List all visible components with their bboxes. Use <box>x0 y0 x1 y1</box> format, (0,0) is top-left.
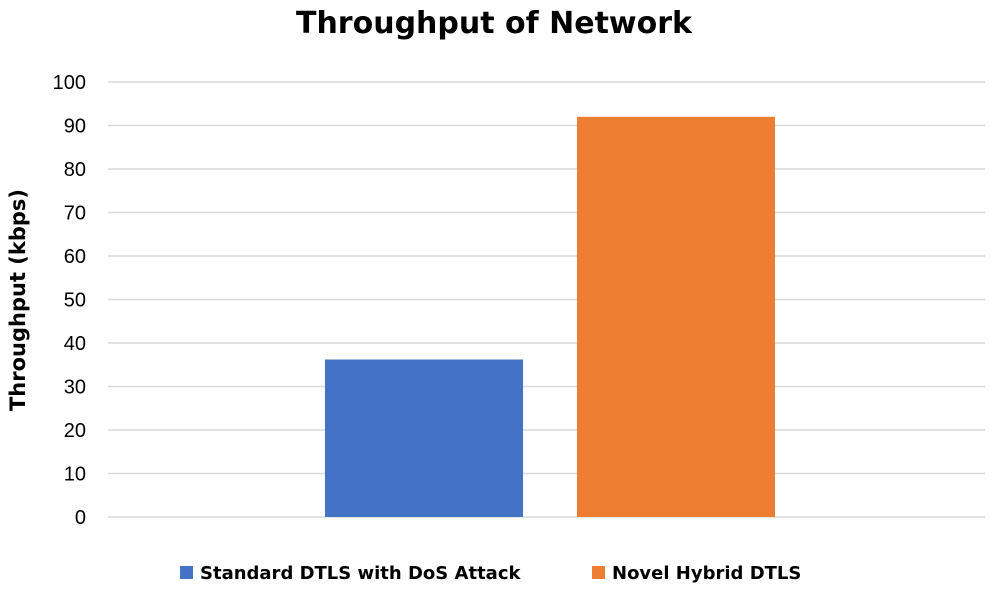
y-tick-label: 90 <box>64 116 86 138</box>
y-tick-label: 0 <box>75 507 86 529</box>
gridlines <box>108 81 985 518</box>
y-axis-label: Throughput (kbps) <box>6 189 30 411</box>
y-tick-label: 30 <box>64 377 86 399</box>
y-tick-label: 40 <box>64 333 86 355</box>
bar-novel-hybrid-dtls <box>577 116 775 518</box>
y-tick-label: 100 <box>53 72 86 94</box>
y-tick-label: 50 <box>64 290 86 312</box>
y-tick-label: 80 <box>64 159 86 181</box>
y-tick-label: 60 <box>64 246 86 268</box>
chart-title: Throughput of Network <box>296 6 693 41</box>
y-tick-label: 20 <box>64 420 86 442</box>
y-axis-ticks: 0 10 20 30 40 50 60 70 80 90 100 <box>53 72 86 529</box>
legend-label: Standard DTLS with DoS Attack <box>200 563 521 584</box>
bars <box>325 116 775 518</box>
legend-label: Novel Hybrid DTLS <box>612 563 801 584</box>
legend-swatch <box>180 566 193 579</box>
bar-standard-dtls-with-dos-attack <box>325 359 523 517</box>
y-tick-label: 10 <box>64 464 86 486</box>
legend: Standard DTLS with DoS Attack Novel Hybri… <box>180 563 801 584</box>
y-tick-label: 70 <box>64 203 86 225</box>
legend-swatch <box>592 566 605 579</box>
